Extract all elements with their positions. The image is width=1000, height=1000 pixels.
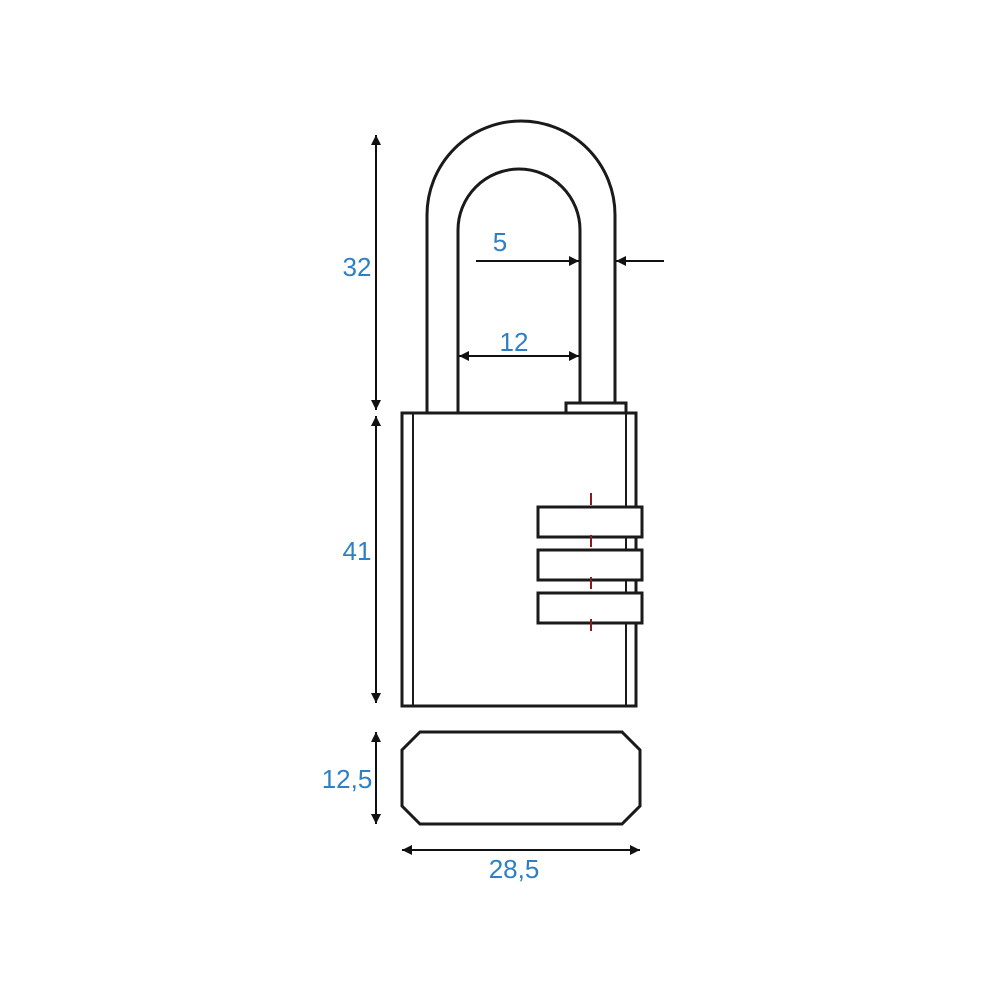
label-shackle-clearance: 12 [500,327,529,357]
dial-1 [536,505,644,539]
dial-3 [536,591,644,625]
label-body-height: 41 [343,536,372,566]
combination-dials [536,493,644,633]
body-cross-section [400,730,642,826]
label-body-depth: 12,5 [322,764,373,794]
label-body-width: 28,5 [489,854,540,884]
label-shackle-thickness: 5 [493,227,507,257]
label-shackle-height: 32 [343,252,372,282]
shackle [425,119,617,415]
dial-2 [536,548,644,582]
